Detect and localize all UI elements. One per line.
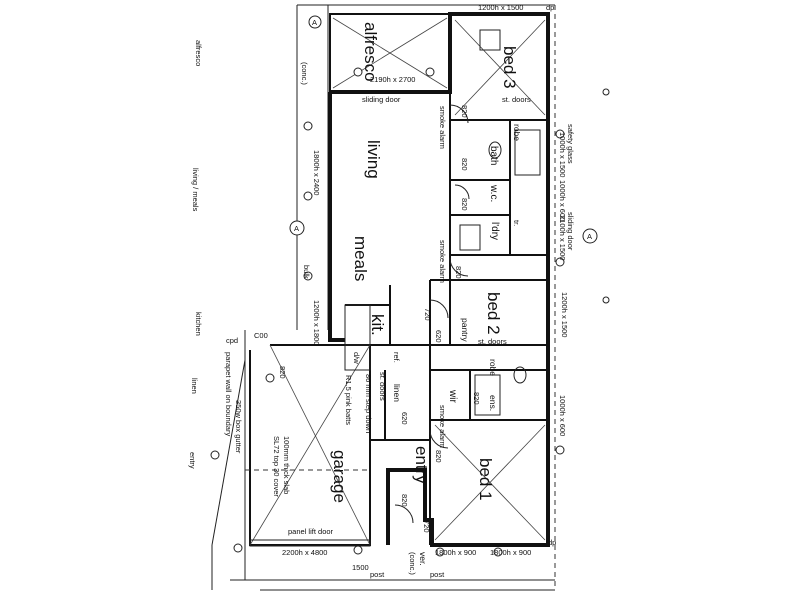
- room-wir: wir: [447, 389, 458, 403]
- room-labels: alfresco bed 3 living meals kit. bed 2 b…: [300, 22, 522, 575]
- section-marker-a-top: A: [308, 15, 322, 29]
- room-ldry: l'dry: [489, 222, 500, 240]
- note-slab-2: SL72 top 30 cover: [272, 436, 281, 497]
- room-bed1: bed 1: [476, 458, 495, 501]
- room-robe-mid: robe: [488, 359, 498, 376]
- note-linen-left: linen: [190, 378, 199, 394]
- dim-820-g: 820: [434, 450, 443, 463]
- dim-wc-window: 1000h x 600: [558, 180, 567, 221]
- dim-garage-door: 2200h x 4800: [282, 548, 327, 557]
- dim-ldry-door: 2100h x 1500: [558, 215, 567, 260]
- section-a-top-label: A: [312, 18, 317, 27]
- room-wc: w.c.: [488, 184, 499, 202]
- note-step-down: 86 mm step down: [364, 374, 373, 433]
- dim-ens-window: 1000h x 600: [558, 395, 567, 436]
- room-robe-top: robe: [512, 124, 522, 141]
- section-a-right-label: A: [587, 232, 592, 241]
- dim-820-d: 820: [454, 266, 463, 279]
- room-garage: garage: [330, 450, 349, 503]
- room-bath: bath: [488, 146, 499, 165]
- room-pantry: pantry: [460, 318, 470, 342]
- note-dp-top: dp: [546, 3, 554, 12]
- note-cpd: cpd: [226, 336, 238, 345]
- note-smoke-alarm-mid: smoke alarm: [438, 240, 447, 283]
- note-panel-lift-door: panel lift door: [288, 527, 334, 536]
- plan-notes: sliding door st. doors st. doors st. doo…: [188, 3, 575, 579]
- note-smoke-alarm-low: smoke alarm: [438, 405, 447, 448]
- note-r15-batts: R1.5 pink batts: [344, 375, 353, 425]
- site-boundary: [211, 4, 556, 591]
- doors: [394, 104, 470, 524]
- note-kitchen-left: kitchen: [194, 312, 203, 336]
- bedroom-diagonals: [332, 17, 546, 541]
- note-tr: tr.: [512, 220, 521, 226]
- dim-c00: C00: [254, 331, 268, 340]
- room-linen: linen: [392, 384, 402, 402]
- dim-bath-window: 1000h x 1500: [558, 132, 567, 177]
- room-ver-sub: (conc.): [408, 552, 417, 575]
- room-bed3: bed 3: [500, 46, 519, 89]
- note-dw: d/w: [352, 352, 361, 364]
- dim-820-f: 820: [472, 392, 481, 405]
- dim-bed1-window-b: 1800h x 900: [490, 548, 531, 557]
- room-kit: kit.: [368, 314, 387, 336]
- garage-outline: [245, 344, 371, 547]
- room-meals: meals: [351, 236, 370, 281]
- note-post2: post: [430, 570, 445, 579]
- room-ver: ver.: [418, 552, 428, 566]
- electrical-symbols: [210, 67, 610, 557]
- note-ref: ref.: [392, 352, 401, 363]
- note-parapet-wall: parapet wall on boundary: [224, 352, 233, 436]
- note-st-doors-top: st. doors: [502, 95, 531, 104]
- section-a-left-label: A: [294, 224, 299, 233]
- dim-bed3-window: 1200h x 1500: [478, 3, 523, 12]
- dim-living-window: 1800h x 2400: [312, 150, 321, 195]
- external-walls: [328, 12, 550, 547]
- room-conc: (conc.): [300, 62, 309, 85]
- note-safety-glass: safety glass: [566, 124, 575, 164]
- dim-bed1-window-a: 1800h x 900: [435, 548, 476, 557]
- dim-820-a: 820: [460, 105, 469, 118]
- dim-820-e: 820: [278, 366, 287, 379]
- room-entry: entry: [412, 446, 431, 484]
- note-alfresco-left: alfresco: [194, 40, 203, 66]
- note-box-gutter: 350w box gutter: [234, 400, 243, 454]
- dim-820-c: 820: [460, 198, 469, 211]
- note-slab-1: 100mm thick slab: [282, 436, 291, 494]
- section-marker-a-right: A: [582, 228, 598, 244]
- dim-820-b: 820: [460, 158, 469, 171]
- note-smoke-alarm-top: smoke alarm: [438, 106, 447, 149]
- note-entry-left: entry: [188, 452, 197, 469]
- dim-820-h: 820: [400, 494, 409, 507]
- dimension-labels: 1200h x 1500 2190h x 2700 1800h x 2400 1…: [254, 3, 569, 572]
- room-bed2: bed 2: [484, 292, 503, 335]
- note-sliding-door: sliding door: [362, 95, 401, 104]
- dim-620-b: 620: [400, 412, 409, 425]
- dim-720-a: 720: [423, 308, 432, 321]
- dim-1500: 1500: [352, 563, 369, 572]
- note-post1: post: [370, 570, 385, 579]
- note-living-meals-left: living / meals: [191, 168, 200, 212]
- dim-kitchen-window: 1200h x 1800: [312, 300, 321, 345]
- dim-bed2-window: 1200h x 1500: [560, 292, 569, 337]
- note-st-doors-mid: st. doors: [478, 337, 507, 346]
- room-living: living: [364, 140, 383, 179]
- note-bulk: bulk: [302, 265, 311, 279]
- fixtures: [344, 29, 541, 416]
- room-ens: ens.: [488, 395, 498, 411]
- room-alfresco: alfresco: [361, 22, 380, 82]
- note-dp-bot: dp: [548, 538, 556, 547]
- section-marker-a-left: A: [289, 220, 305, 236]
- note-st-doors-low: st. doors: [378, 372, 387, 401]
- dim-620-a: 620: [434, 330, 443, 343]
- dim-720-b: 720: [422, 520, 431, 533]
- note-sliding-door-right: sliding door: [566, 212, 575, 251]
- dim-alfresco-door: 2190h x 2700: [370, 75, 415, 84]
